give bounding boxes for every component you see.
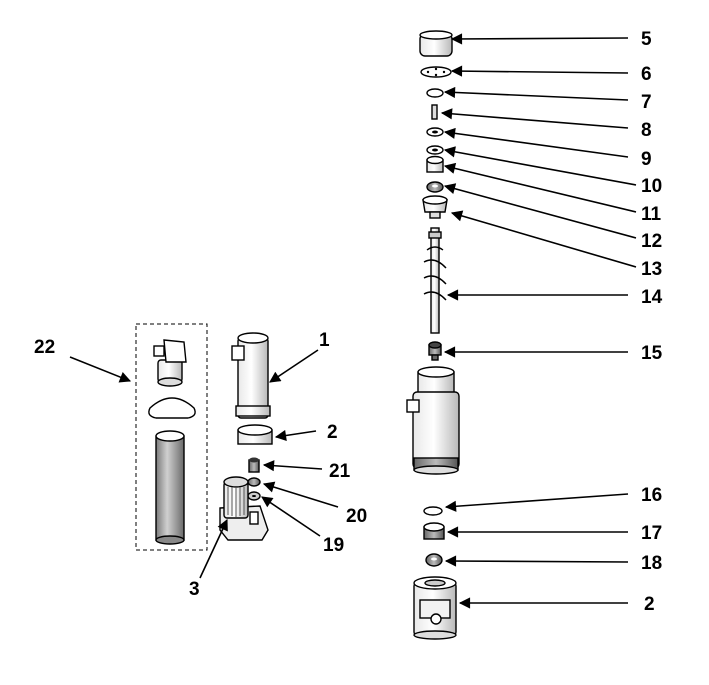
bearing-part-18: [425, 553, 443, 567]
gasket-part-6: [420, 66, 452, 78]
kit-fitting: [153, 339, 187, 387]
valve-part-15: [428, 341, 442, 361]
callout-12: 12: [641, 231, 662, 252]
motor-part-3: [219, 476, 269, 541]
impeller-part-21: [248, 457, 260, 473]
leader-lines: [69, 33, 637, 609]
ring-part-2-middle: [237, 424, 273, 445]
oring-part-7: [426, 88, 444, 98]
callout-18: 18: [641, 553, 662, 574]
callout-2-middle: 2: [327, 422, 338, 443]
callout-10: 10: [641, 176, 662, 197]
kit-tube: [155, 430, 185, 545]
callout-20: 20: [346, 506, 367, 527]
pin-part-8: [431, 104, 438, 120]
callout-15: 15: [641, 343, 663, 364]
kit-gasket: [148, 397, 196, 419]
washer-part-9: [426, 127, 444, 137]
cap-part-5: [419, 30, 453, 57]
callout-7: 7: [641, 92, 652, 113]
kit-boundary-box: [135, 323, 208, 551]
callout-1: 1: [319, 330, 330, 351]
washer-part-10: [426, 145, 444, 155]
callout-21: 21: [329, 461, 351, 482]
pump-body-housing: [406, 366, 460, 475]
shaft-part-14: [423, 227, 447, 334]
callout-17: 17: [641, 523, 662, 544]
callout-6: 6: [641, 64, 652, 85]
base-part-2-right: [413, 576, 457, 640]
seal-part-17: [423, 522, 445, 540]
callout-3: 3: [189, 579, 200, 600]
bushing-part-11: [426, 155, 444, 173]
callout-11: 11: [641, 204, 662, 225]
oring-part-16: [423, 506, 443, 516]
callout-16: 16: [641, 485, 662, 506]
callout-14: 14: [641, 287, 663, 308]
callout-2-right: 2: [644, 594, 655, 615]
callout-22: 22: [34, 337, 55, 358]
callout-9: 9: [641, 149, 652, 170]
callout-5: 5: [641, 29, 652, 50]
callout-8: 8: [641, 120, 652, 141]
callout-19: 19: [323, 535, 344, 556]
nut-part-20: [247, 477, 261, 487]
washer-part-19: [247, 491, 261, 501]
bracket-part-13: [422, 195, 448, 219]
callout-13: 13: [641, 259, 662, 280]
bearing-part-12: [426, 181, 444, 193]
pump-head-part-1: [231, 332, 271, 419]
